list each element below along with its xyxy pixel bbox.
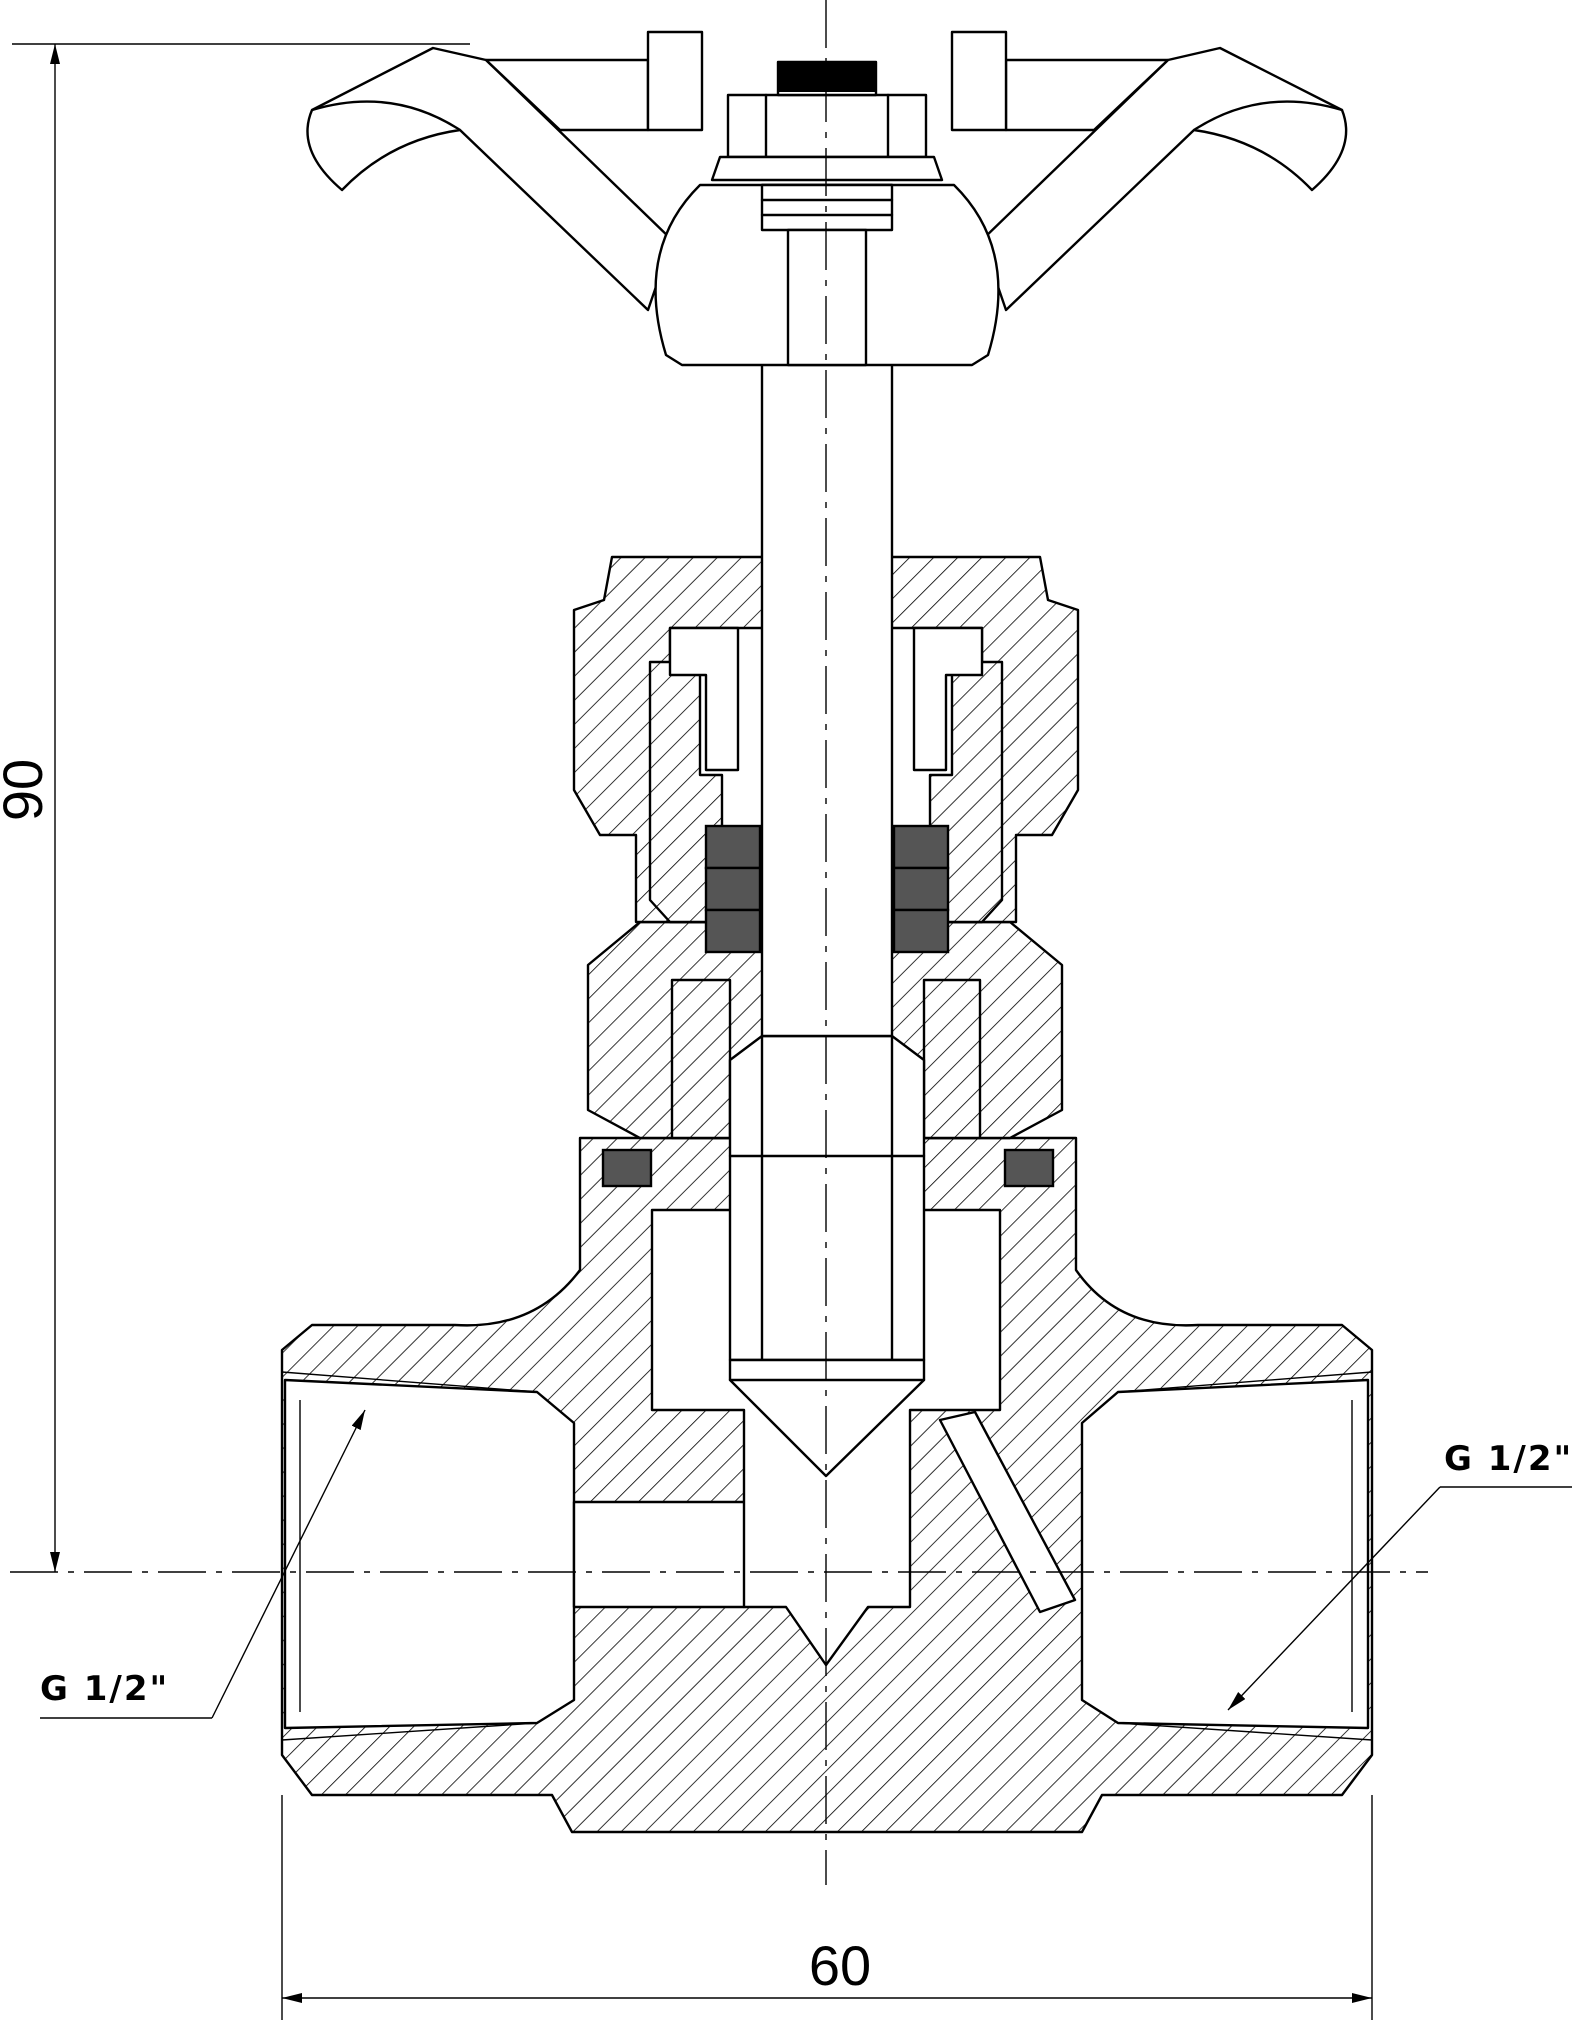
left-port-bore bbox=[283, 1378, 576, 1730]
packing-ring bbox=[704, 824, 762, 870]
center-lines bbox=[10, 0, 1428, 1885]
dimension-height: 90 bbox=[0, 43, 470, 1572]
nut-marker bbox=[778, 62, 876, 92]
stem-nut bbox=[726, 93, 928, 159]
handwheel bbox=[306, 30, 1348, 367]
packing-ring bbox=[892, 908, 950, 954]
dimension-width-value: 60 bbox=[809, 1934, 871, 1997]
packing-ring bbox=[892, 824, 950, 870]
inner-passage bbox=[572, 1500, 761, 1609]
body-seal bbox=[1003, 1148, 1055, 1188]
dimension-height-value: 90 bbox=[0, 759, 54, 821]
packing-ring bbox=[892, 866, 950, 912]
packing-ring bbox=[704, 908, 762, 954]
right-port-bore bbox=[1080, 1378, 1370, 1730]
dimension-width: 60 bbox=[281, 1795, 1373, 2020]
bypass-channel bbox=[938, 1410, 1077, 1614]
thread-callout-right: G 1/2" bbox=[1227, 1439, 1573, 1711]
thread-callout-left: G 1/2" bbox=[40, 1409, 366, 1719]
body-seal bbox=[601, 1148, 653, 1188]
thread-label-right: G 1/2" bbox=[1444, 1439, 1573, 1479]
packing-ring bbox=[704, 866, 762, 912]
thread-label-left: G 1/2" bbox=[40, 1669, 169, 1709]
